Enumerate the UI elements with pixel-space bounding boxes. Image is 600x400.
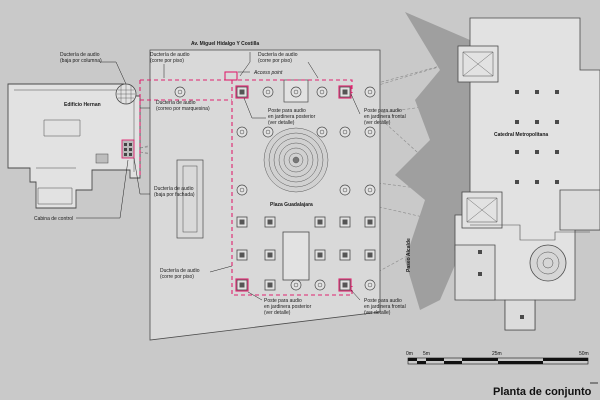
label-catedral: Catedral Metropolitana [494, 132, 548, 138]
label-poste-frontal-top: Poste para audio en jardinera frontal (v… [364, 108, 407, 126]
round-planter [339, 184, 351, 196]
label-ducteria-marquesina: Ductería de audio (correo por marquesina… [156, 100, 210, 112]
planter-ring [177, 89, 183, 95]
planter-core [342, 282, 348, 288]
label-poste-posterior-bottom: Poste para audio en jardinera posterior … [264, 298, 313, 316]
scale-tick-2: 25m [492, 351, 502, 357]
round-planter [364, 279, 376, 291]
planter-ring [265, 129, 271, 135]
planter-core [239, 252, 245, 258]
speaker-posts [224, 71, 352, 292]
planter-ring [293, 282, 299, 288]
round-planter [314, 279, 326, 291]
cathedral-shadow [395, 12, 470, 310]
round-planter [316, 86, 328, 98]
square-planters [236, 86, 376, 291]
planter-ring [367, 129, 373, 135]
street-label-alcalde: Paseo Alcalde [406, 238, 412, 272]
access-point-marker [224, 71, 238, 81]
planter-ring [265, 89, 271, 95]
label-poste-posterior-top: Poste para audio en jardinera posterior … [268, 108, 317, 126]
round-planter [262, 86, 274, 98]
street-label-hidalgo: Av. Miguel Hidalgo Y Costilla [191, 41, 259, 47]
scale-tick-1: 5m [423, 351, 430, 357]
round-planter [290, 279, 302, 291]
drawing-title: Planta de conjunto [493, 386, 592, 398]
planter-core [367, 219, 373, 225]
round-planter [290, 86, 302, 98]
planter-core [317, 219, 323, 225]
leader-lines [76, 52, 361, 301]
round-planter [339, 126, 351, 138]
round-planter [364, 86, 376, 98]
planter-core [342, 252, 348, 258]
plaza-guadalajara [149, 49, 381, 341]
planter-ring [342, 129, 348, 135]
round-planter [262, 126, 274, 138]
planter-core [342, 219, 348, 225]
label-ducteria-piso-top2: Ductería de audio (corre por piso) [258, 52, 299, 64]
label-ducteria-piso-top: Ductería de audio (corre por piso) [150, 52, 191, 64]
planter-ring [317, 282, 323, 288]
scale-tick-0: 0m [406, 351, 413, 357]
round-planter [174, 86, 186, 98]
planter-core [239, 89, 245, 95]
planter-ring [293, 89, 299, 95]
planter-core [342, 89, 348, 95]
planter-core [239, 282, 245, 288]
label-ducteria-fachada: Ductería de audio (baja por fachada) [154, 186, 195, 198]
label-edificio-hernan: Edificio Hernan [64, 102, 101, 108]
planter-core [367, 252, 373, 258]
planter-ring [239, 187, 245, 193]
planter-ring [342, 187, 348, 193]
label-cabina-control: Cabina de control [34, 216, 73, 222]
round-planter [316, 126, 328, 138]
label-ducteria-columna: Ductería de audio (baja por columna) [60, 52, 102, 64]
planter-ring [239, 129, 245, 135]
planter-ring [319, 89, 325, 95]
annotations: Av. Miguel Hidalgo Y Costilla Ductería d… [34, 41, 548, 316]
planter-ring [319, 129, 325, 135]
round-planter [236, 184, 248, 196]
planter-ring [367, 187, 373, 193]
edificio-hernan [7, 83, 141, 209]
planter-core [267, 219, 273, 225]
scale-tick-3: 50m [579, 351, 589, 357]
catedral-metropolitana [454, 17, 600, 331]
audio-route [139, 79, 353, 296]
planter-ring [367, 282, 373, 288]
fountain [263, 127, 329, 193]
planter-core [267, 282, 273, 288]
scale-bar: 0m 5m 25m 50m [406, 351, 589, 365]
planter-core [239, 219, 245, 225]
round-planters [174, 86, 376, 291]
planter-ring [367, 89, 373, 95]
planter-core [267, 252, 273, 258]
round-planter [364, 184, 376, 196]
label-plaza-guadalajara: Plaza Guadalajara [270, 202, 313, 208]
round-planter [236, 126, 248, 138]
label-access-point: Access point [253, 70, 283, 76]
label-poste-frontal-bottom: Poste para audio en jardinera frontal (v… [364, 298, 407, 316]
planter-core [317, 252, 323, 258]
label-ducteria-piso-bottom: Ductería de audio (corre por piso) [160, 268, 201, 280]
control-booth [121, 139, 135, 159]
round-planter [364, 126, 376, 138]
